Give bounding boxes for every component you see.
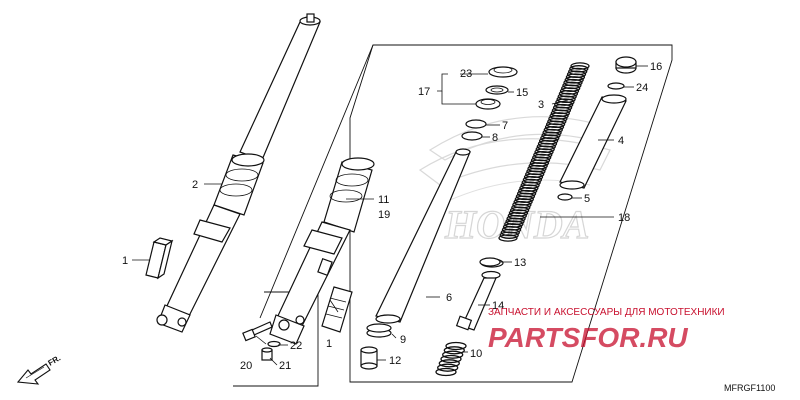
collar-12 [360,346,378,370]
ring-8 [461,131,483,141]
callout-17: 17 [418,86,430,98]
spring-coil [440,354,462,364]
front-direction-label: FR. [47,353,63,367]
callout-16: 16 [650,61,662,73]
ring-13 [479,257,501,267]
assembly-group-box [349,44,673,383]
callout-labels: 1 2 11 19 1 22 20 21 17 23 15 3 7 8 6 9 … [122,61,662,372]
watermark-brand: PARTSFOR.RU [488,322,688,353]
callout-18: 18 [618,212,630,224]
callout-1b: 1 [326,338,332,350]
callout-9: 9 [400,334,406,346]
seal-17-group [475,98,501,110]
seal-23 [488,66,518,78]
spring-coil [498,234,518,242]
spring-coil [499,231,519,239]
callout-21: 21 [279,360,291,372]
spring-coil [443,346,465,355]
o-ring-24 [607,82,625,90]
callout-12: 12 [389,355,401,367]
inner-tube-6 [375,148,471,324]
callout-19: 19 [378,209,390,221]
diagram-code: MFRGF1100 [724,383,775,393]
spring-coil [437,363,459,372]
callout-22: 22 [290,340,302,352]
spring-coil [438,359,460,368]
watermark-tagline: ЗАПЧАСТИ И АКСЕССУАРЫ ДЛЯ МОТОТЕХНИКИ [488,307,725,318]
callout-6: 6 [446,292,452,304]
bushing-9 [366,323,392,338]
callout-4: 4 [618,135,624,147]
spring-coil [435,367,457,377]
ring-7 [465,119,487,129]
callout-8: 8 [492,132,498,144]
bolt-21 [261,347,273,361]
partsfor-watermark: ЗАПЧАСТИ И АКСЕССУАРЫ ДЛЯ МОТОТЕХНИКИ PA… [488,307,725,353]
washer-22 [267,340,281,348]
callout-10: 10 [470,348,482,360]
front-direction-arrow: FR. [16,353,63,385]
washer-5 [557,193,573,201]
callout-7: 7 [502,120,508,132]
rubber-block-left [145,237,174,280]
fork-spring-3 [498,62,590,242]
damper-rod-14 [455,258,504,331]
callout-3: 3 [538,99,544,111]
callout-1a: 1 [122,255,128,267]
bolt-20 [242,321,273,342]
callout-20: 20 [240,360,252,372]
spacer-tube-4 [559,94,627,190]
callout-2: 2 [192,179,198,191]
spring-coil [442,350,464,359]
spring-coil [445,341,467,351]
rebound-spring-10 [435,341,467,377]
ring-15 [485,85,509,95]
callout-23: 23 [460,68,472,80]
callout-15: 15 [516,87,528,99]
fork-leg-left [156,13,321,333]
callout-24: 24 [636,82,648,94]
leader-lines [132,65,648,366]
fork-leg-right [269,157,375,345]
fork-cap-16 [615,56,637,74]
callout-5: 5 [584,193,590,205]
callout-13: 13 [514,257,526,269]
inner-group-line [259,44,374,319]
callout-11: 11 [378,194,389,206]
rubber-block-right [321,286,353,333]
callout-14: 14 [492,300,504,312]
